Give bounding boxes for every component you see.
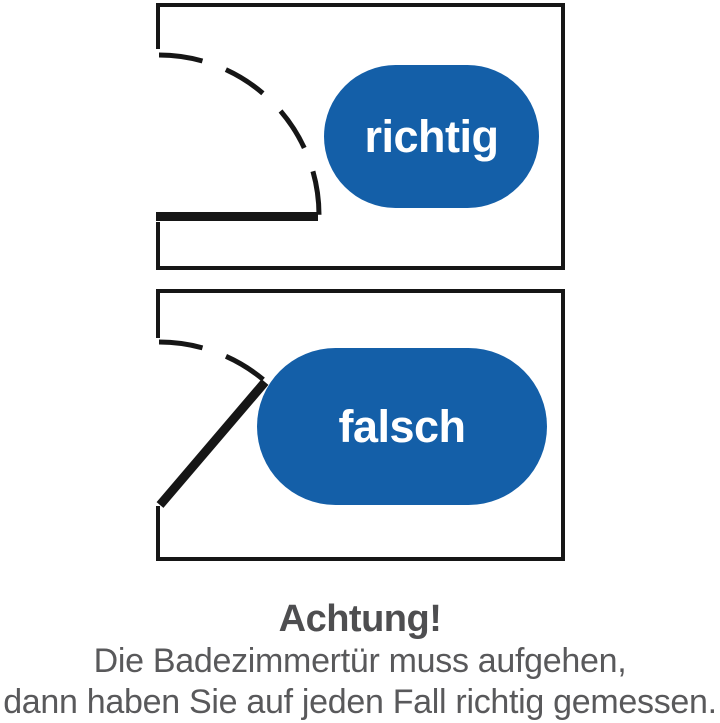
door-leaf-open: [156, 212, 318, 221]
caption: Achtung! Die Badezimmertür muss aufgehen…: [0, 597, 720, 723]
caption-line-1: Die Badezimmertür muss aufgehen,: [93, 642, 627, 680]
room-wall-outline: [156, 3, 565, 270]
door-swing-arc: [158, 339, 267, 383]
caption-heading: Achtung!: [278, 598, 442, 640]
correct-badge: richtig: [324, 65, 539, 208]
panel-correct-example: richtig: [156, 3, 565, 270]
door-swing-arc: [158, 52, 322, 216]
correct-badge-label: richtig: [364, 110, 499, 162]
panel-wrong-example: falsch: [156, 289, 565, 561]
wrong-badge: falsch: [257, 348, 547, 505]
door-swing-blocked-icon: [156, 289, 565, 561]
caption-line-2: dann haben Sie auf jeden Fall richtig ge…: [3, 683, 717, 721]
wrong-badge-label: falsch: [338, 400, 466, 452]
door-swing-open-icon: [156, 3, 565, 270]
room-wall-outline: [156, 289, 565, 561]
door-leaf-blocked: [156, 379, 269, 508]
